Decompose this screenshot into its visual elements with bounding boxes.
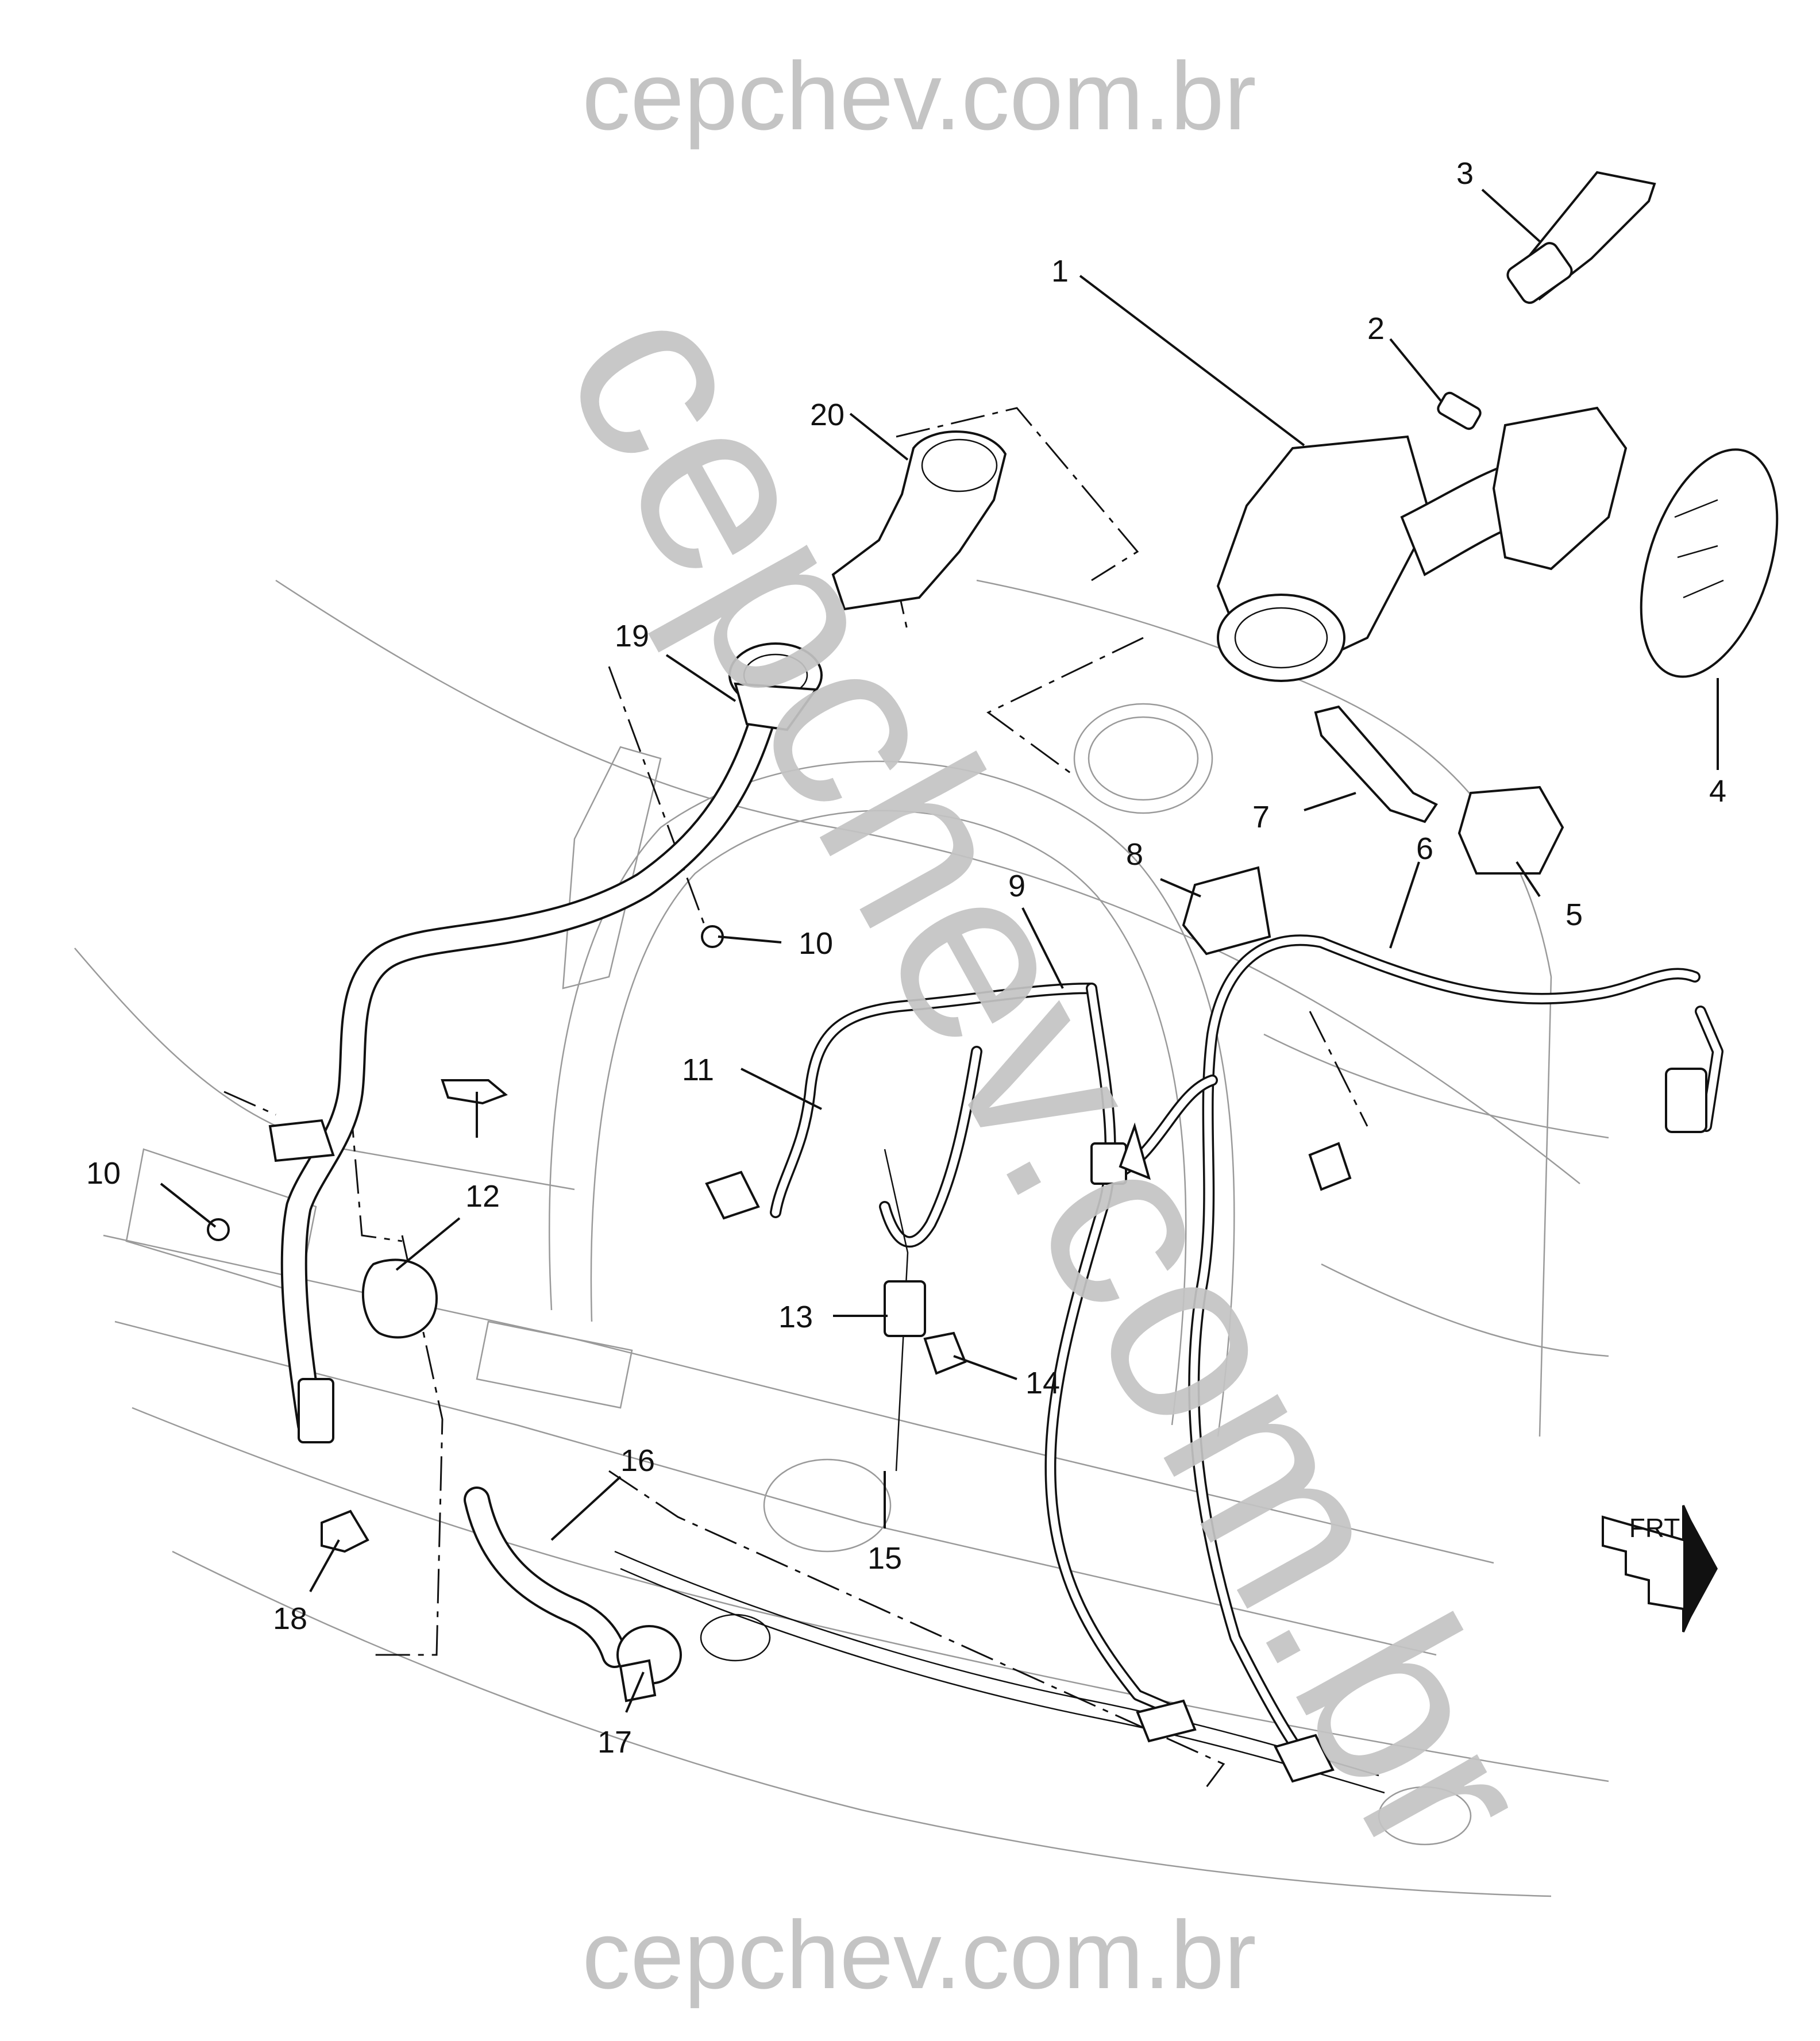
callout-17: 17	[597, 1725, 632, 1759]
callout-20: 20	[810, 398, 845, 432]
watermark-top: cepchev.com.br	[582, 42, 1256, 150]
callout-10-lower: 10	[86, 1156, 121, 1191]
front-orientation-symbol: FRT	[1602, 1505, 1718, 1632]
phantom-guide-lines	[223, 407, 1368, 1788]
callout-16: 16	[620, 1443, 655, 1478]
filler-neck-hose	[268, 642, 823, 1443]
callout-3: 3	[1456, 156, 1474, 191]
callout-8: 8	[1126, 837, 1143, 872]
callout-12: 12	[465, 1179, 500, 1214]
fuel-filler-pocket-assembly	[831, 171, 1779, 1180]
callout-5: 5	[1565, 898, 1583, 932]
callout-4: 4	[1709, 774, 1726, 808]
callout-1: 1	[1051, 254, 1069, 288]
callout-18: 18	[273, 1601, 307, 1636]
callout-13: 13	[778, 1300, 813, 1334]
callout-6: 6	[1416, 831, 1433, 866]
watermark-bottom: cepchev.com.br	[582, 1901, 1256, 2009]
callout-2: 2	[1367, 311, 1385, 346]
fuel-vent-pipes	[614, 934, 1723, 1794]
callout-19: 19	[615, 619, 649, 653]
lower-filler-hose	[464, 1487, 771, 1703]
callout-11: 11	[682, 1053, 714, 1087]
front-arrow-icon	[1602, 1505, 1718, 1632]
callout-14: 14	[1025, 1366, 1060, 1400]
callout-10-upper: 10	[799, 926, 833, 961]
callout-numbers: 1 2 3 4 5 6 7 8 9 10 10 11 12 13 14 15 1…	[86, 156, 1726, 1759]
frt-label: FRT	[1629, 1513, 1680, 1543]
watermarks: cepchev.com.br cepchev.com.br cepchev.co…	[511, 42, 1590, 2009]
callout-15: 15	[867, 1541, 902, 1576]
fasteners	[207, 925, 724, 1553]
callout-7: 7	[1252, 800, 1270, 834]
vehicle-body-outline	[74, 579, 1609, 1897]
callout-leader-lines	[160, 188, 1719, 1713]
callout-9: 9	[1008, 869, 1025, 903]
